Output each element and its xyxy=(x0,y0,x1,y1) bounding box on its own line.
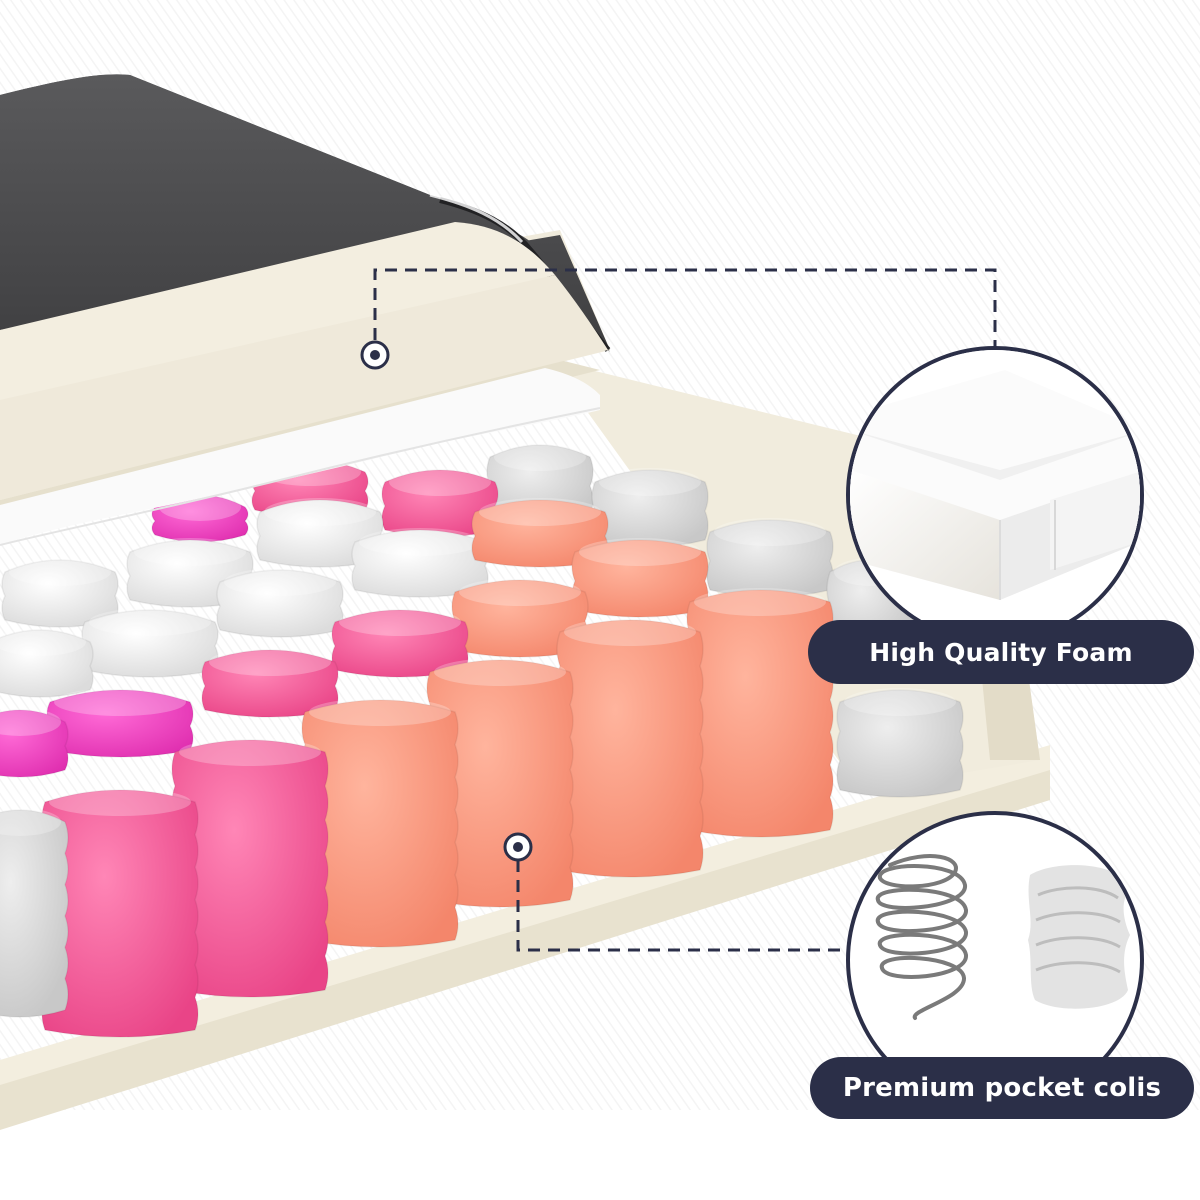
pocket-coil xyxy=(571,538,709,618)
pocket-coil xyxy=(81,608,219,678)
foam-slab-icon xyxy=(850,350,1140,640)
spring-coil-icon xyxy=(875,854,968,1020)
pocket-coil xyxy=(201,648,339,718)
foam-callout-label: High Quality Foam xyxy=(808,620,1194,684)
pocket-coil xyxy=(301,698,459,948)
coil-connector-line xyxy=(516,860,845,952)
pocket-coil xyxy=(331,608,469,678)
pocket-coil xyxy=(836,688,964,798)
mattress-top-layer xyxy=(0,74,611,546)
pocket-coil xyxy=(46,688,194,758)
foam-detail-circle xyxy=(846,346,1144,644)
foam-connector-line xyxy=(373,268,997,350)
coil-detail-circle xyxy=(846,811,1144,1109)
target-marker-icon xyxy=(503,832,533,862)
pocket-coil xyxy=(556,618,704,878)
pocket-coil xyxy=(591,468,709,548)
pocket-coil-grid xyxy=(0,443,964,1038)
pocket-coil xyxy=(0,708,69,778)
pocket-coil xyxy=(706,518,834,598)
pocket-coil xyxy=(256,498,384,568)
pocket-coil xyxy=(351,528,489,598)
pocket-coil xyxy=(0,628,94,698)
pocket-coil xyxy=(686,588,834,838)
pocket-coil xyxy=(216,568,344,638)
pocket-coil xyxy=(41,788,199,1038)
pocket-coil-icon xyxy=(1028,865,1130,1009)
pocket-coil xyxy=(451,578,589,658)
coil-callout-label: Premium pocket colis xyxy=(810,1057,1194,1119)
pocket-coil xyxy=(381,468,499,538)
target-marker-icon xyxy=(360,340,390,370)
pocket-coil xyxy=(471,498,609,568)
pocket-coil xyxy=(1,558,119,628)
pocket-coil xyxy=(171,738,329,998)
pocket-coil xyxy=(0,808,69,1018)
